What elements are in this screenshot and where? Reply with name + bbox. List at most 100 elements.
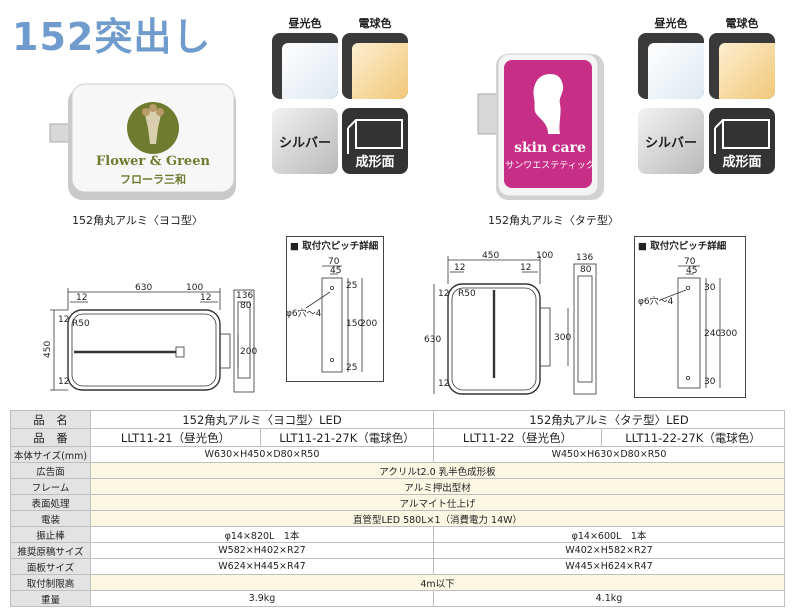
dim-side-w: 136: [236, 291, 253, 301]
table-row: 面板サイズ W624×H445×R47 W445×H624×R47: [10, 558, 785, 575]
page-title: 152突出し: [12, 15, 212, 59]
cell: 152角丸アルミ〈ヨコ型〉LED: [90, 410, 434, 429]
dim-bracket-h: 200: [240, 347, 257, 357]
row-label: 広告面: [10, 462, 91, 479]
formed-face-icon: [347, 119, 403, 154]
pitch-title-left: ■ 取付穴ピッチ詳細: [290, 241, 379, 252]
row-label: 取付制限高: [10, 574, 91, 591]
formed-face-icon-r: [714, 119, 770, 154]
table-row: 本体サイズ(mm) W630×H450×D80×R50 W450×H630×D8…: [10, 446, 785, 463]
swatch-formed: 成形面: [342, 108, 408, 174]
row-label: 面板サイズ: [10, 558, 91, 575]
cell: W630×H450×D80×R50: [90, 446, 434, 463]
swatch-daylight-r: [638, 33, 704, 99]
dim-h-total: 450: [43, 341, 53, 358]
pitch-hole-left: φ6穴〜4: [286, 307, 322, 319]
swatch-label-daylight-r: 昼光色: [654, 17, 688, 30]
dim-h-total-r: 630: [424, 335, 441, 345]
row-label: 表面処理: [10, 494, 91, 511]
row-label: 品 番: [10, 428, 91, 447]
dim-side-inner: 80: [240, 301, 252, 311]
sign-title-left: Flower & Green: [96, 154, 210, 169]
pitch-off-left: 45: [330, 266, 341, 276]
pitch-title-right: ■ 取付穴ピッチ詳細: [638, 241, 727, 252]
dim-h-top: 12: [58, 315, 69, 325]
dim-radius-r: R50: [458, 289, 476, 299]
cell: 4.1kg: [433, 590, 785, 607]
dim-side-w-r: 136: [576, 253, 593, 263]
swatch-label-bulb: 電球色: [358, 17, 392, 30]
swatch-bulb-r: [709, 33, 775, 99]
cell: アクリルt2.0 乳半色成形板: [90, 462, 785, 479]
pitch-d4-left: 25: [346, 363, 357, 373]
cell: LLT11-21（昼光色）: [90, 428, 261, 447]
pitch-drawing-right: 70 45 φ6穴〜4 30 240 300 30: [638, 257, 737, 389]
pitch-w-left: 70: [328, 257, 340, 267]
swatch-formed-r: 成形面: [709, 108, 775, 174]
pitch-hole-right: φ6穴〜4: [638, 295, 674, 307]
dim-depth: 100: [186, 283, 203, 293]
dim-side-inner-r: 80: [580, 265, 592, 275]
cell: LLT11-21-27K（電球色）: [260, 428, 434, 447]
pitch-d2-right: 240: [704, 329, 721, 339]
dim-bracket-h-r: 300: [554, 333, 571, 343]
spec-table: 品 名 152角丸アルミ〈ヨコ型〉LED 152角丸アルミ〈タテ型〉LED 品 …: [10, 410, 785, 607]
swatch-silver-r: シルバー: [638, 108, 704, 174]
cell: W450×H630×D80×R50: [433, 446, 785, 463]
pitch-d2-left: 150: [346, 319, 363, 329]
drawing-horizontal: 630 100 12 12 R50 450 12 12 200 136 80: [43, 283, 257, 393]
pitch-d4-right: 30: [704, 377, 716, 387]
pitch-drawing-left: 70 45 φ6穴〜4 25 150 200 25: [286, 257, 377, 373]
vertical-sign-photo: [477, 53, 604, 200]
cell: LLT11-22-27K（電球色）: [601, 428, 785, 447]
dim-w-total-r: 450: [482, 251, 499, 261]
swatch-bulb: [342, 33, 408, 99]
cell: W582×H402×R27: [90, 542, 434, 559]
dim-offset-r-r: 12: [520, 263, 531, 273]
horizontal-sign-photo: [49, 83, 236, 200]
table-row: 取付制限高 4m以下: [10, 574, 785, 591]
woman-face-icon: [533, 74, 564, 134]
cell: φ14×600L 1本: [433, 526, 785, 543]
table-row: 推奨原稿サイズ W582×H402×R27 W402×H582×R27: [10, 542, 785, 559]
caption-left: 152角丸アルミ〈ヨコ型〉: [72, 214, 203, 227]
cell: 152角丸アルミ〈タテ型〉LED: [433, 410, 785, 429]
cell: 4m以下: [90, 574, 785, 591]
pitch-d1-right: 30: [704, 283, 716, 293]
sign-title-right: skin care: [514, 140, 586, 156]
dim-h-bottom-r: 12: [438, 379, 449, 389]
swatch-formed-label: 成形面: [355, 155, 395, 170]
row-label: 本体サイズ(mm): [10, 446, 91, 463]
pitch-w-right: 70: [684, 257, 696, 267]
row-label: 重量: [10, 590, 91, 607]
dim-offset-l-r: 12: [454, 263, 465, 273]
cell: W624×H445×R47: [90, 558, 434, 575]
dim-depth-r: 100: [536, 251, 553, 261]
sign-subtitle-right: サンワエステティック: [505, 161, 595, 171]
swatch-daylight: [272, 33, 338, 99]
cell: アルミ押出型材: [90, 478, 785, 495]
dim-w-total: 630: [135, 283, 152, 293]
cell: 3.9kg: [90, 590, 434, 607]
cell: W402×H582×R27: [433, 542, 785, 559]
pitch-d3-right: 300: [720, 329, 737, 339]
cell: LLT11-22（昼光色）: [433, 428, 602, 447]
pitch-detail-left: [286, 236, 384, 382]
row-label: 推奨原稿サイズ: [10, 542, 91, 559]
table-row: 表面処理 アルマイト仕上げ: [10, 494, 785, 511]
cell: φ14×820L 1本: [90, 526, 434, 543]
pitch-detail-right: [634, 236, 746, 398]
dim-radius: R50: [72, 319, 90, 329]
table-row: 品 名 152角丸アルミ〈ヨコ型〉LED 152角丸アルミ〈タテ型〉LED: [10, 410, 785, 429]
swatch-formed-label-r: 成形面: [722, 155, 762, 170]
row-label: フレーム: [10, 478, 91, 495]
swatch-label-daylight: 昼光色: [288, 17, 322, 30]
cell: 直管型LED 580L×1（消費電力 14W）: [90, 510, 785, 527]
cell: W445×H624×R47: [433, 558, 785, 575]
dim-offset-l: 12: [76, 293, 87, 303]
table-row: フレーム アルミ押出型材: [10, 478, 785, 495]
cell: アルマイト仕上げ: [90, 494, 785, 511]
pitch-d1-left: 25: [346, 281, 357, 291]
table-row: 品 番 LLT11-21（昼光色） LLT11-21-27K（電球色） LLT1…: [10, 428, 785, 447]
dim-h-bottom: 12: [58, 377, 69, 387]
